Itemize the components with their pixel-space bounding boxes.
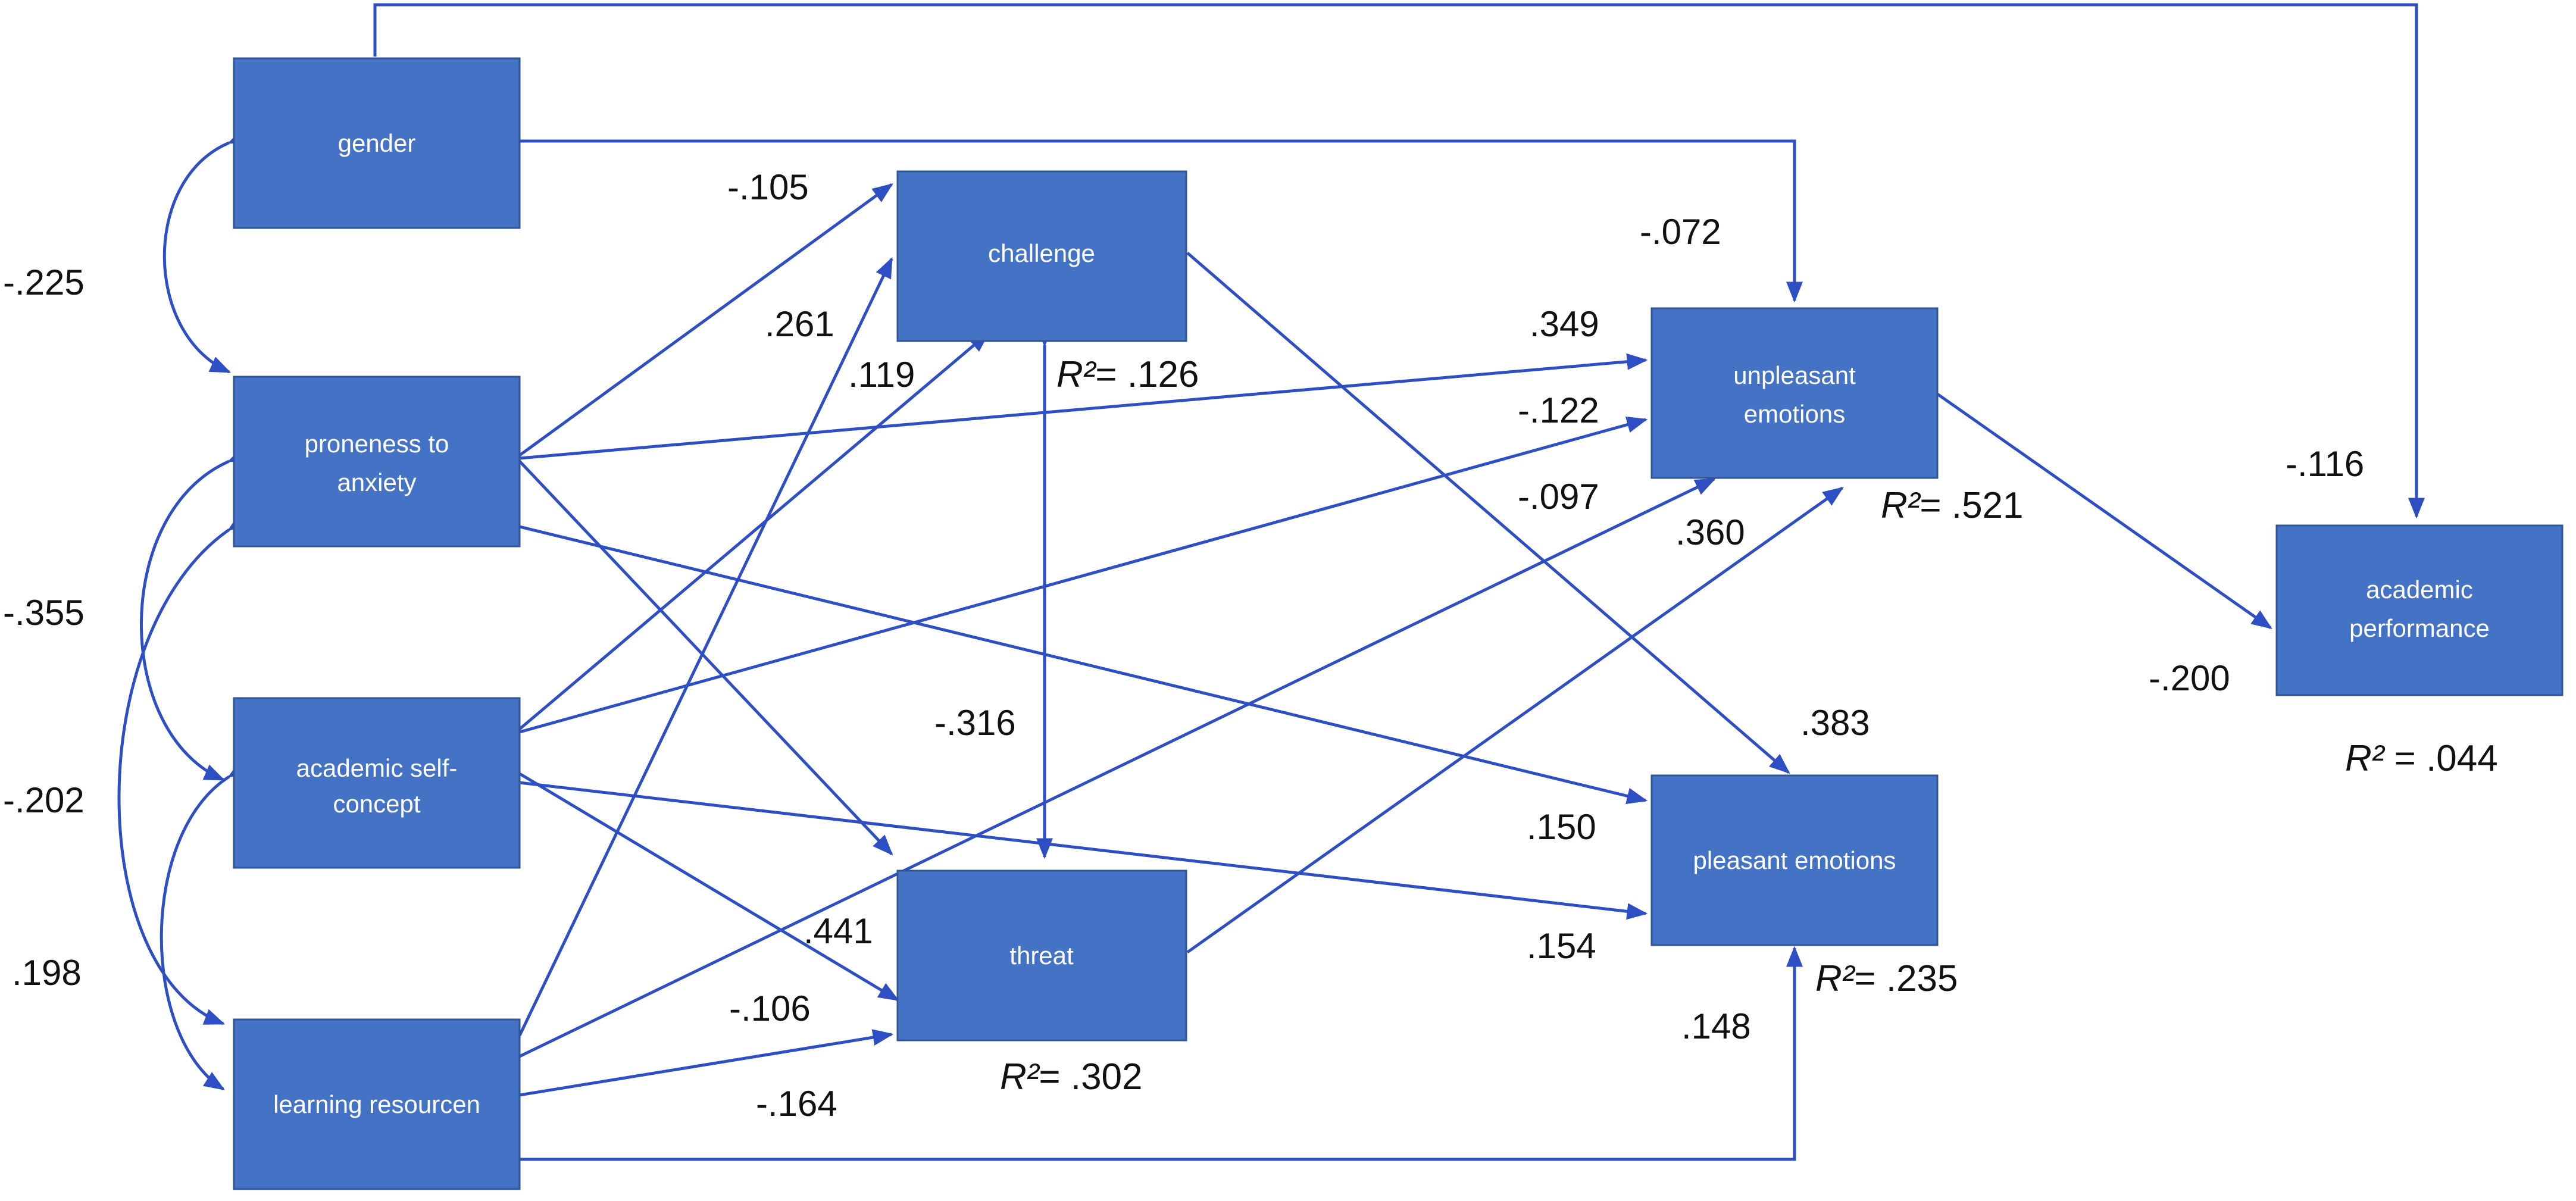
path-gender-performance xyxy=(373,3,2425,519)
coef-learning-threat: -.164 xyxy=(756,1084,837,1124)
self-concept-label-line1: academic self- xyxy=(296,754,458,782)
corr-gender-anxiety xyxy=(162,127,250,374)
r2-unpleasant: R²= .521 xyxy=(1881,485,2024,526)
gender-box: gender xyxy=(233,57,521,229)
anxiety-label-line1: proneness to xyxy=(305,430,449,458)
performance-label-line1: academic xyxy=(2366,576,2473,603)
anxiety-box: proneness to anxiety xyxy=(233,376,521,548)
coef-anxiety-threat: .441 xyxy=(804,911,873,951)
challenge-box: challenge xyxy=(896,170,1187,342)
threat-label: threat xyxy=(1009,942,1074,969)
anxiety-label-line2: anxiety xyxy=(337,468,416,496)
unpleasant-box: unpleasant emotions xyxy=(1650,307,1939,479)
path-self-pleasant xyxy=(519,781,1648,920)
path-anxiety-unpleasant xyxy=(519,353,1648,460)
coef-anxiety-pleasant: .150 xyxy=(1527,807,1596,847)
path-learning-challenge xyxy=(518,257,893,1037)
coef-self-pleasant: .154 xyxy=(1527,926,1596,966)
self-concept-box: academic self- concept xyxy=(233,697,521,869)
self-concept-label-line2: concept xyxy=(333,790,420,818)
corr-anxiety-self xyxy=(140,446,250,781)
pleasant-box: pleasant emotions xyxy=(1650,774,1939,946)
corr-self-learning xyxy=(160,759,250,1091)
coef-anxiety-self: -.355 xyxy=(3,593,85,633)
coef-learning-unpleasant: -.097 xyxy=(1518,477,1599,517)
gender-label: gender xyxy=(338,129,416,157)
learning-label: learning resourcen xyxy=(273,1090,480,1118)
r2-pleasant: R²= .235 xyxy=(1815,958,1958,999)
coef-gender-challenge: -.105 xyxy=(727,167,809,207)
r2-performance: R² = .044 xyxy=(2345,738,2498,779)
coef-anxiety-challenge: .261 xyxy=(765,304,834,344)
coef-gender-anxiety: -.225 xyxy=(3,262,85,302)
pleasant-label: pleasant emotions xyxy=(1693,846,1896,874)
path-anxiety-threat xyxy=(518,460,893,856)
coefficient-labels: -.225 -.355 -.202 .198 -.105 .261 .119 -… xyxy=(3,167,2364,1124)
coef-anxiety-unpleasant: .349 xyxy=(1530,304,1599,344)
r2-challenge: R²= .126 xyxy=(1056,354,1199,395)
r2-threat: R²= .302 xyxy=(1000,1056,1143,1097)
path-anxiety-challenge xyxy=(518,183,893,457)
path-unpleasant-performance xyxy=(1930,388,2272,630)
challenge-label: challenge xyxy=(988,239,1095,267)
coef-self-learning: -.202 xyxy=(3,780,85,820)
path-anxiety-pleasant xyxy=(519,525,1648,805)
performance-label-line2: performance xyxy=(2349,614,2490,642)
coef-learning-pleasant: .148 xyxy=(1681,1006,1751,1046)
performance-box: academic performance xyxy=(2275,524,2564,696)
coef-self-challenge: .119 xyxy=(848,355,915,395)
threat-box: threat xyxy=(896,870,1187,1042)
path-learning-unpleasant xyxy=(518,477,1717,1058)
path-self-challenge xyxy=(518,331,990,730)
path-gender-unpleasant xyxy=(520,139,1803,303)
coef-anxiety-learning: .198 xyxy=(12,953,82,993)
path-self-unpleasant xyxy=(519,416,1648,734)
path-learning-pleasant xyxy=(520,946,1803,1161)
coef-gender-unpleasant: -.072 xyxy=(1640,212,1721,252)
path-learning-threat xyxy=(519,1029,894,1097)
coef-unpleasant-performance: -.200 xyxy=(2149,658,2230,698)
coef-self-threat: -.106 xyxy=(729,989,811,1028)
path-arrows xyxy=(117,3,2425,1161)
coef-challenge-threat: -.316 xyxy=(934,703,1016,743)
coef-self-unpleasant: -.122 xyxy=(1518,390,1599,430)
learning-box: learning resourcen xyxy=(233,1018,521,1190)
coef-threat-unpleasant: .360 xyxy=(1675,512,1745,552)
unpleasant-label-line2: emotions xyxy=(1744,400,1845,428)
corr-anxiety-learning xyxy=(117,512,249,1025)
unpleasant-label-line1: unpleasant xyxy=(1733,361,1856,389)
path-challenge-pleasant xyxy=(1186,252,1790,774)
coef-gender-performance: -.116 xyxy=(2286,444,2364,484)
path-threat-unpleasant xyxy=(1186,486,1844,954)
coef-challenge-pleasant: .383 xyxy=(1800,703,1870,743)
path-self-threat xyxy=(518,772,900,1002)
